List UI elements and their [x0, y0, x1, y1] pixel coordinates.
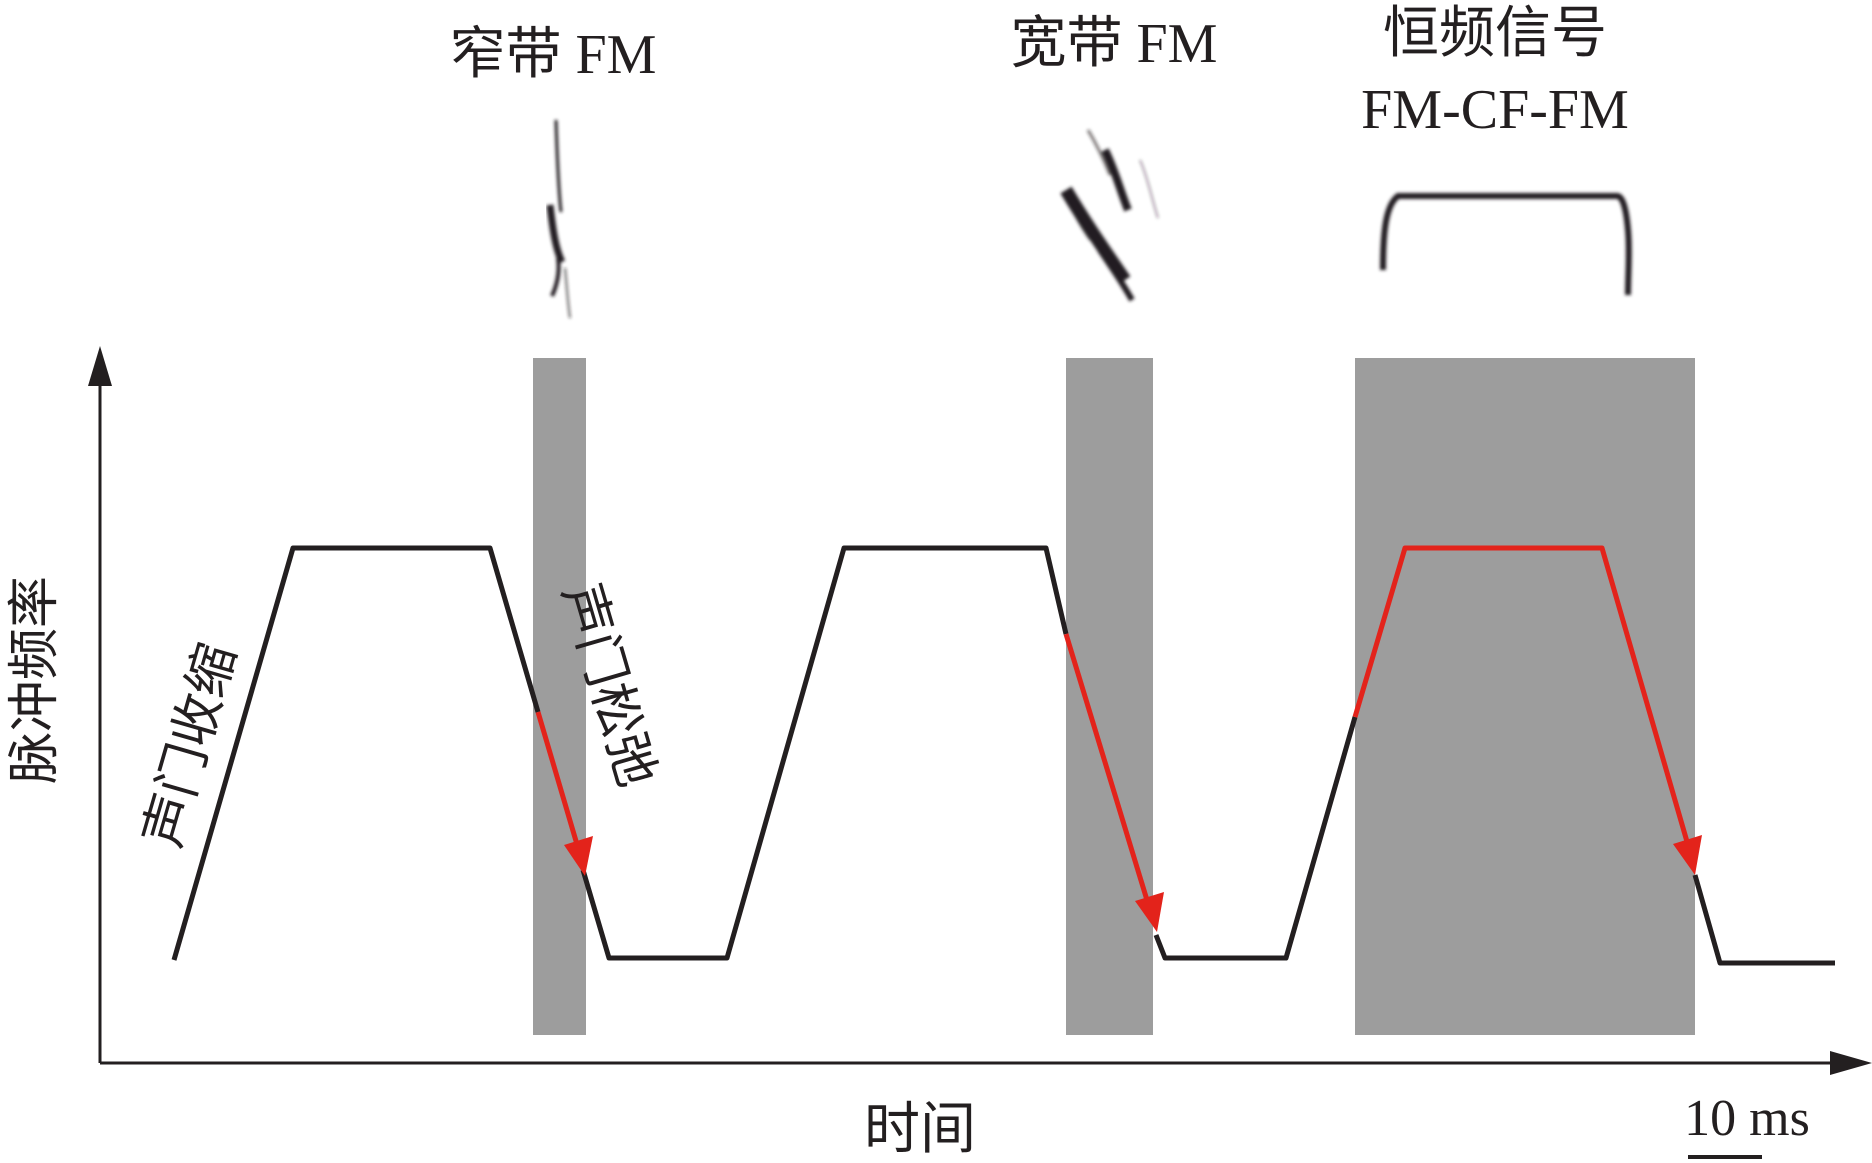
- relax-segment-broadband: [1063, 633, 1153, 911]
- shade-narrowband: [533, 358, 586, 1035]
- x-axis-arrowhead: [1830, 1051, 1872, 1075]
- y-axis-arrowhead: [88, 346, 112, 386]
- constant-frequency-label-line2: FM-CF-FM: [1361, 79, 1629, 141]
- broadband-label: 宽带 FM: [1011, 13, 1218, 75]
- constant-frequency-spectrogram: [1380, 193, 1632, 296]
- relax-arrowhead-constant-frequency: [1673, 835, 1702, 875]
- constant-frequency-segment: [1352, 545, 1693, 853]
- constant-frequency-label-line1: 恒频信号: [1383, 3, 1607, 65]
- glottis-contract-label: 声门收缩: [135, 638, 247, 854]
- relax-arrowhead-narrowband: [564, 836, 593, 876]
- shade-broadband: [1066, 358, 1153, 1035]
- narrowband-spectrogram: [546, 119, 571, 319]
- pulse-frequency-trace-seg2: [580, 545, 1069, 961]
- y-axis-label: 脉冲频率: [5, 576, 65, 784]
- shade-constant-frequency: [1355, 358, 1695, 1035]
- pulse-frequency-trace-seg3: [1153, 716, 1358, 961]
- broadband-spectrogram: [1060, 129, 1159, 302]
- relax-arrowhead-broadband: [1135, 892, 1164, 932]
- pulse-frequency-trace-seg4: [1692, 874, 1835, 966]
- x-axis-label: 时间: [864, 1099, 976, 1161]
- scale-bar-label: 10 ms: [1684, 1090, 1810, 1147]
- pulse-frequency-trace: [171, 545, 541, 961]
- relax-segment-narrowband: [535, 711, 584, 859]
- narrowband-label: 窄带 FM: [450, 24, 657, 86]
